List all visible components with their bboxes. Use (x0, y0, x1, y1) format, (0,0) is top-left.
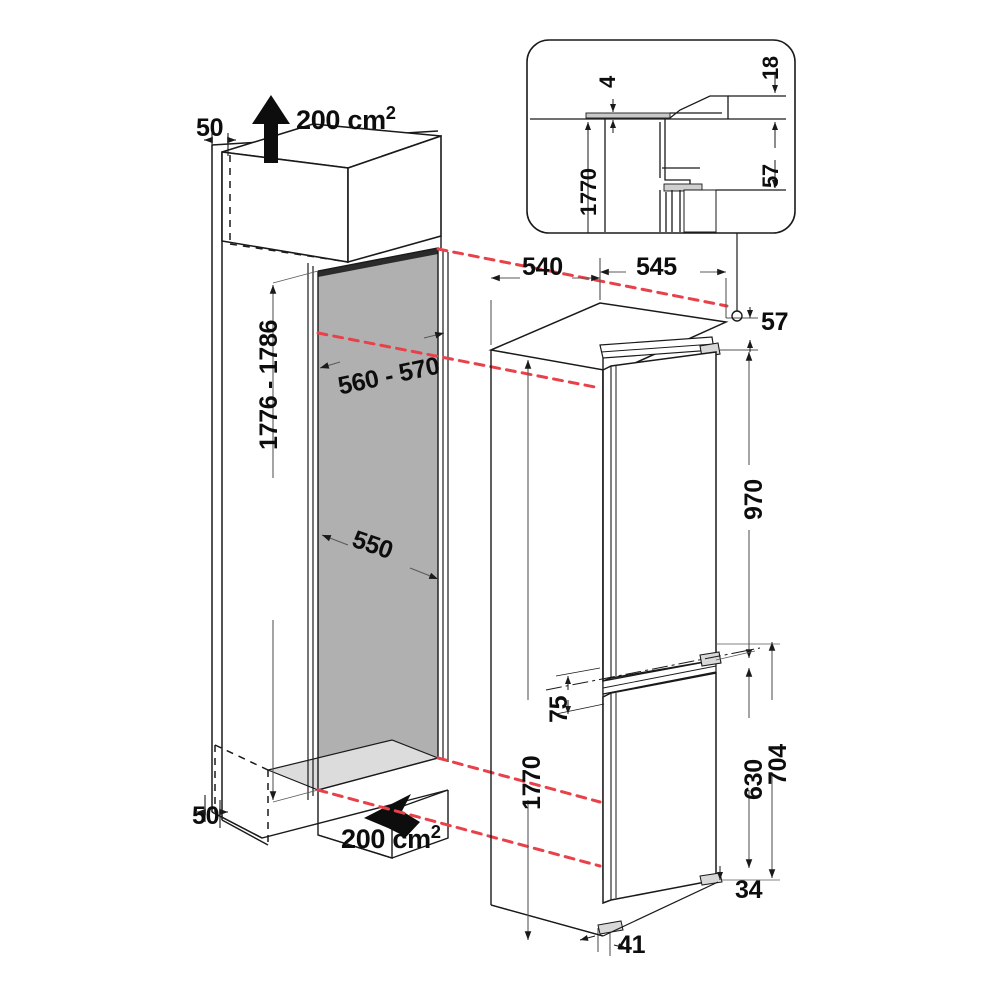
dim-704 (716, 642, 780, 881)
label-overall-depth-545: 545 (636, 253, 677, 281)
upper-box-hidden-edges (229, 155, 349, 263)
label-inset-total-height-1770: 1770 (576, 168, 601, 216)
door-gap-band (602, 659, 717, 695)
label-top-ventilation-area: 200 cm2 (296, 102, 396, 135)
label-base-front-offset-34: 34 (735, 876, 763, 904)
label-fridge-door-height-970: 970 (740, 479, 768, 520)
label-niche-height: 1776 - 1786 (255, 319, 283, 450)
top-ventilation-arrow (252, 95, 290, 163)
right-appliance-view (488, 258, 780, 956)
niche-recess (266, 247, 449, 800)
label-body-depth-540: 540 (522, 253, 563, 281)
left-cabinet-view (197, 95, 449, 859)
appliance-side-face (490, 350, 604, 937)
label-bottom-gap-50: 50 (192, 802, 220, 830)
dim-545 (599, 258, 727, 318)
appliance-base-feet (597, 872, 723, 935)
door-split-chain-line (545, 647, 761, 691)
label-lower-section-height-704: 704 (764, 744, 792, 785)
freezer-door (602, 672, 717, 905)
inset-detail-box (526, 39, 796, 322)
dim-niche-width (321, 534, 439, 580)
base-hidden-edges (214, 744, 269, 845)
label-inset-hinge-height-57: 57 (758, 164, 783, 188)
upper-cabinet-box (221, 123, 442, 264)
dim-970 (715, 352, 756, 661)
label-door-gap-75: 75 (545, 695, 573, 723)
dim-niche-height (269, 270, 319, 803)
fridge-door (602, 351, 717, 683)
mid-hinge-block (699, 651, 722, 667)
dim-niche-depth (319, 331, 445, 369)
label-top-hinge-offset-57: 57 (761, 308, 789, 336)
appliance-floor-line (490, 881, 719, 937)
label-base-depth-offset-41: 41 (618, 931, 646, 959)
appliance-top-face (488, 302, 729, 373)
label-overall-height-1770: 1770 (518, 755, 546, 810)
label-inset-top-overlap-18: 18 (758, 56, 783, 80)
dim-41 (579, 928, 627, 956)
dim-57 (720, 307, 758, 352)
dim-bottom-gap-50 (197, 795, 228, 828)
dim-top-gap-50 (204, 128, 236, 156)
label-inset-panel-thickness-4: 4 (595, 76, 620, 88)
label-bottom-ventilation-area: 200 cm2 (341, 821, 441, 854)
dim-75 (555, 667, 605, 715)
label-top-gap-50: 50 (196, 114, 224, 142)
bottom-ventilation-arrow (364, 794, 420, 837)
